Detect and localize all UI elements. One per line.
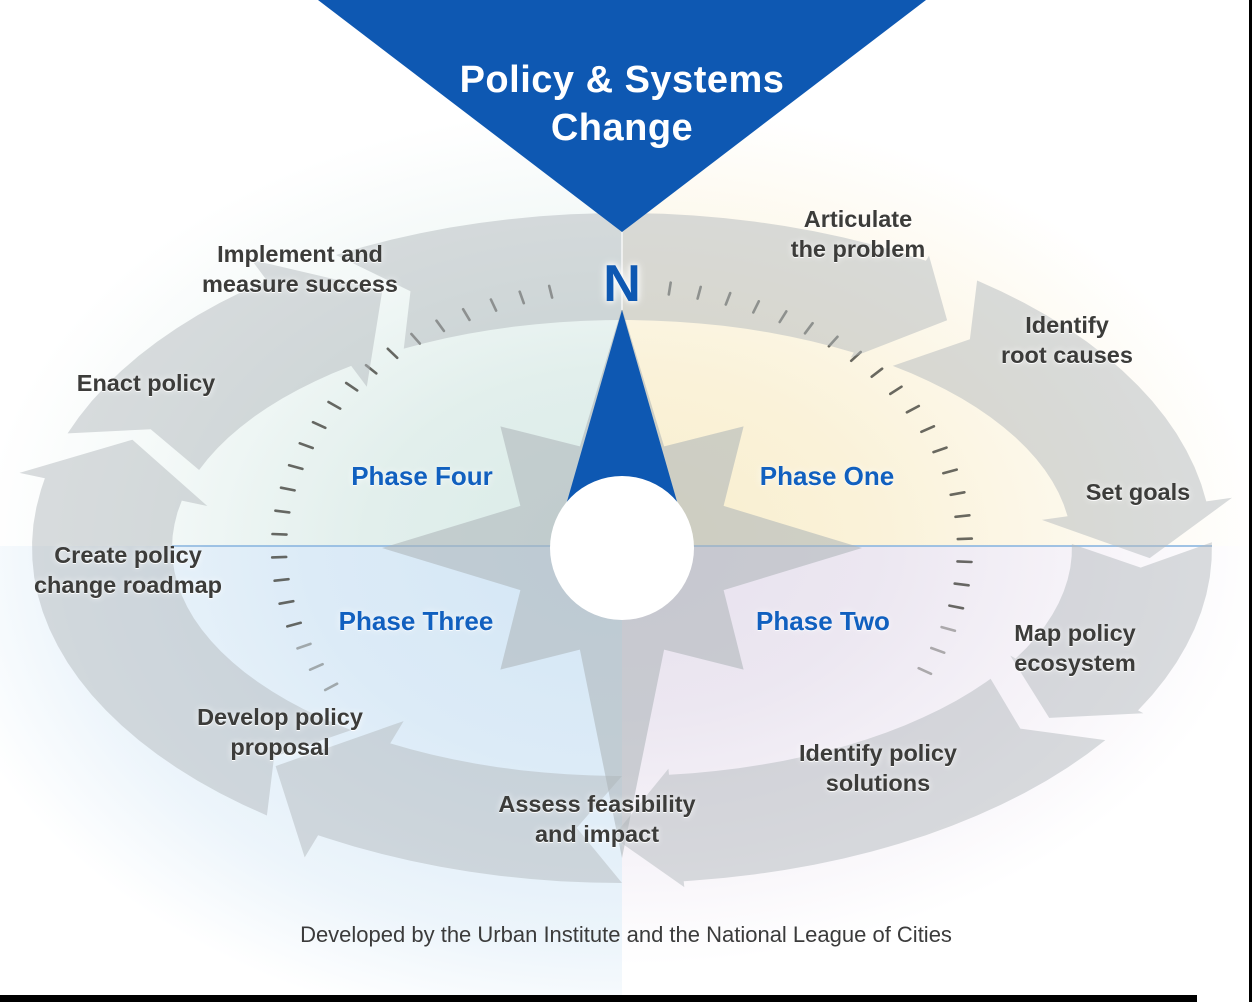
step-identify-policy-solutions: Identify policy solutions <box>799 740 957 796</box>
step-identify-root-causes: Identify root causes <box>1001 312 1133 368</box>
credit-line: Developed by the Urban Institute and the… <box>300 922 952 947</box>
step-articulate-the-problem: Articulate the problem <box>790 206 926 262</box>
page-title-line1: Policy & Systems <box>459 59 785 101</box>
phase-two-label: Phase Two <box>756 606 890 636</box>
step-set-goals: Set goals <box>1085 479 1191 505</box>
bottom-border-bar <box>0 995 1197 1002</box>
page-title-line2: Change <box>550 107 694 149</box>
phase-three-label: Phase Three <box>338 606 494 636</box>
compass-north-letter: N <box>603 255 641 313</box>
phase-one-label: Phase One <box>759 461 895 491</box>
step-enact-policy: Enact policy <box>76 370 216 396</box>
step-map-policy-ecosystem: Map policy ecosystem <box>1014 620 1136 676</box>
step-develop-policy-proposal: Develop policy proposal <box>197 704 363 760</box>
step-implement-measure-success: Implement and measure success <box>202 241 398 297</box>
right-border-line <box>1249 0 1252 1002</box>
horizontal-divider-line <box>172 545 1212 547</box>
step-create-policy-roadmap: Create policy change roadmap <box>33 542 223 598</box>
page-title: Policy & Systems Change <box>372 56 872 152</box>
step-assess-feasibility-impact: Assess feasibility and impact <box>498 791 696 847</box>
phase-four-label: Phase Four <box>351 461 493 491</box>
